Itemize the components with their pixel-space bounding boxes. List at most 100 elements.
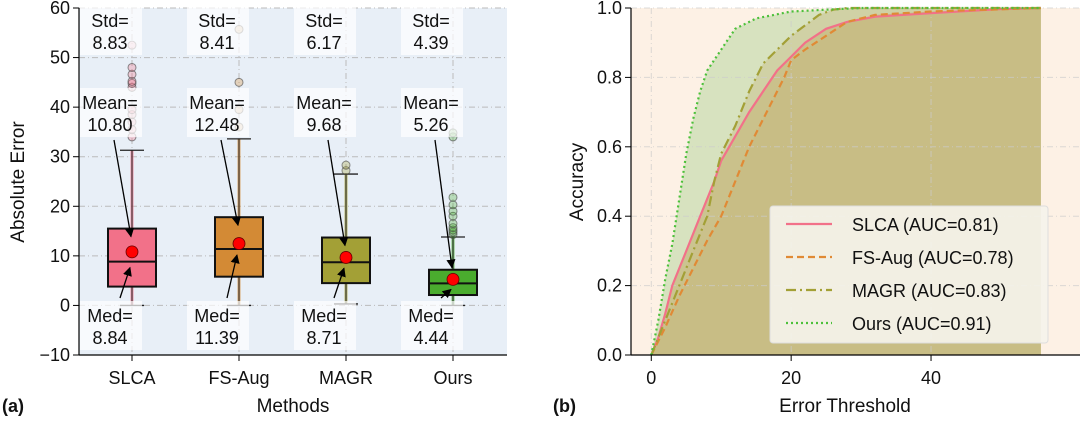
- series-line-slca: [650, 6, 1041, 356]
- med-value: 8.71: [306, 328, 341, 348]
- outlier-point: [448, 200, 458, 210]
- panel-b-label: (b): [553, 396, 576, 416]
- legend-label: Ours (AUC=0.91): [852, 314, 992, 334]
- med-label: Med=: [408, 306, 454, 326]
- ytick-label: 20: [50, 196, 70, 216]
- mean-value: 9.68: [306, 115, 341, 135]
- outlier-point: [448, 206, 458, 216]
- xtick-label: 20: [781, 368, 801, 388]
- legend-label: SLCA (AUC=0.81): [852, 215, 999, 235]
- med-label-bg: [187, 301, 249, 350]
- legend-label: MAGR (AUC=0.83): [852, 281, 1007, 301]
- mean-label-bg: [80, 88, 142, 137]
- ytick-label: −10: [39, 345, 70, 365]
- mean-label: Mean=: [82, 93, 138, 113]
- outlier-point: [448, 219, 458, 229]
- med-value: 11.39: [195, 328, 239, 348]
- std-label-bg: [80, 6, 142, 55]
- median-arrow: [119, 266, 132, 299]
- ytick-label: 0.2: [597, 276, 622, 296]
- std-value: 4.39: [413, 33, 448, 53]
- outlier-point: [448, 211, 458, 221]
- legend-label: FS-Aug (AUC=0.78): [852, 248, 1014, 268]
- xtick-label: MAGR: [319, 368, 373, 388]
- ytick-label: 30: [50, 147, 70, 167]
- mean-label-bg: [294, 88, 356, 137]
- std-label-bg: [294, 6, 356, 55]
- legend: SLCA (AUC=0.81) FS-Aug (AUC=0.78) MAGR (AU…: [769, 205, 1049, 344]
- med-label: Med=: [87, 306, 133, 326]
- med-label-bg: [401, 301, 463, 350]
- outlier-point: [341, 160, 351, 170]
- mean-point: [446, 272, 460, 286]
- mean-label-bg: [187, 88, 249, 137]
- med-label: Med=: [194, 306, 240, 326]
- median-arrow: [226, 254, 240, 299]
- std-value: 8.41: [199, 33, 234, 53]
- mean-arrow: [434, 139, 456, 269]
- mean-arrow: [327, 139, 349, 247]
- xtick-label: 40: [921, 368, 941, 388]
- ytick-label: 0.8: [597, 67, 622, 87]
- med-value: 4.44: [413, 328, 448, 348]
- panel-a-ylabel: Absolute Error: [8, 121, 29, 243]
- mean-label: Mean=: [189, 93, 245, 113]
- mean-label: Mean=: [403, 93, 459, 113]
- mean-point: [232, 237, 246, 250]
- mean-arrow: [113, 139, 135, 238]
- series-line-fs-aug: [650, 6, 1041, 356]
- ytick-label: 10: [50, 246, 70, 266]
- std-label: Std=: [412, 11, 450, 31]
- std-label-bg: [187, 6, 249, 55]
- ytick-label: 1.0: [597, 0, 622, 18]
- mean-value: 5.26: [413, 115, 448, 135]
- mean-point: [125, 245, 139, 259]
- outlier-point: [448, 225, 458, 235]
- median-arrow: [333, 267, 346, 299]
- outlier-point: [127, 76, 137, 86]
- panel-b-ylabel: Accuracy: [567, 142, 588, 221]
- xtick-label: SLCA: [108, 368, 155, 388]
- mean-arrow: [220, 139, 241, 227]
- series-line-magr: [650, 6, 1041, 356]
- series-line-ours: [650, 6, 1041, 356]
- ytick-label: 0.0: [597, 345, 622, 365]
- xtick-label: FS-Aug: [208, 368, 269, 388]
- panel-a-label: (a): [2, 396, 24, 416]
- ytick-label: 50: [50, 48, 70, 68]
- outlier-point: [448, 192, 458, 202]
- panel-a-xlabel: Methods: [257, 396, 330, 417]
- legend-box: [769, 205, 1049, 344]
- plot-background: [79, 8, 507, 355]
- panel-b-xlabel: Error Threshold: [779, 396, 911, 417]
- mean-label: Mean=: [296, 93, 352, 113]
- std-value: 6.17: [306, 33, 341, 53]
- ytick-label: 60: [50, 0, 70, 18]
- ytick-label: 0.4: [597, 206, 622, 226]
- ytick-label: 0: [60, 295, 70, 315]
- outlier-point: [127, 69, 137, 79]
- std-label-bg: [401, 6, 463, 55]
- xtick-label: 0: [646, 368, 656, 388]
- med-label-bg: [294, 301, 356, 350]
- mean-label-bg: [401, 88, 463, 137]
- mean-value: 10.80: [87, 115, 132, 135]
- outlier-point: [127, 62, 137, 72]
- std-label: Std=: [91, 11, 129, 31]
- ytick-label: 0.6: [597, 137, 622, 157]
- std-value: 8.83: [92, 33, 127, 53]
- std-label: Std=: [198, 11, 236, 31]
- med-value: 8.84: [92, 328, 127, 348]
- xtick-label: Ours: [433, 368, 472, 388]
- outlier-point: [234, 77, 244, 87]
- ytick-label: 40: [50, 97, 70, 117]
- med-label-bg: [80, 301, 142, 350]
- mean-point: [339, 251, 353, 264]
- panel-b-accuracy-curve: 0.0 0.2 0.4 0.6 0.8 1.0 0 20 40 SLCA (AUC=0.81) FS…: [597, 0, 1080, 388]
- med-label: Med=: [301, 306, 347, 326]
